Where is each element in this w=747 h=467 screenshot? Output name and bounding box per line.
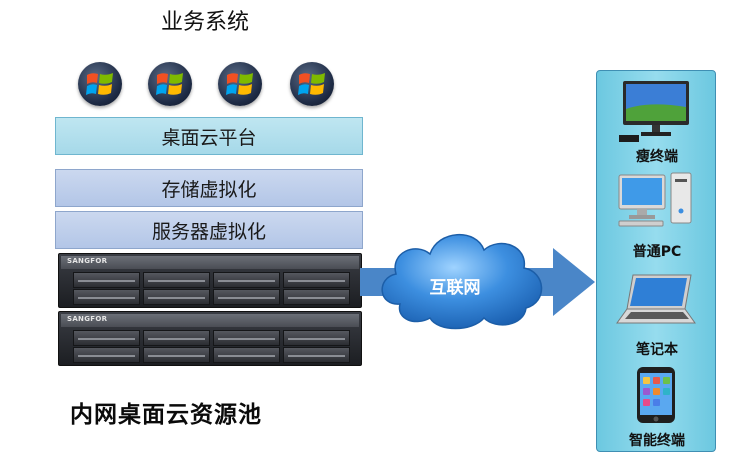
rack-server: SANGFOR [58, 253, 362, 308]
windows-logo-icon [218, 62, 262, 106]
desktop-pc-icon [618, 172, 692, 227]
server-top-strip [61, 256, 359, 269]
layer-label: 服务器虚拟化 [151, 220, 266, 243]
device-label-laptop: 笔记本 [636, 342, 678, 358]
drive-bay [283, 330, 350, 346]
drive-bay [213, 330, 280, 346]
drive-bay [143, 272, 210, 288]
terminals-panel: 瘦终端 普通PC 笔记本 智能终端 [596, 70, 716, 452]
windows-logo-icon [148, 62, 192, 106]
drive-bay [73, 347, 140, 363]
drive-bay [213, 347, 280, 363]
server-virtualization-layer: 服务器虚拟化 [55, 211, 363, 249]
business-system-title: 业务系统 [160, 10, 249, 35]
server-top-strip [61, 314, 359, 327]
server-brand-logo: SANGFOR [67, 257, 108, 265]
drive-bay [73, 330, 140, 346]
laptop-icon [616, 274, 696, 324]
drive-bay [283, 289, 350, 305]
device-label-smart-terminal: 智能终端 [629, 433, 685, 449]
layer-label: 存储虚拟化 [161, 178, 257, 201]
device-label-pc: 普通PC [632, 244, 682, 260]
internet-label: 互联网 [429, 278, 481, 298]
desktop-cloud-platform-layer: 桌面云平台 [55, 117, 363, 155]
drive-bay [283, 272, 350, 288]
drive-bay [143, 289, 210, 305]
server-brand-logo: SANGFOR [67, 315, 108, 323]
windows-logo-icon [78, 62, 122, 106]
smartphone-icon [637, 367, 675, 423]
internet-cloud-icon [381, 234, 543, 330]
thin-client-monitor-icon [619, 81, 689, 142]
intranet-resource-pool-caption: 内网桌面云资源池 [70, 402, 262, 428]
connection-arrow-head [553, 248, 595, 316]
drive-bay [213, 289, 280, 305]
storage-virtualization-layer: 存储虚拟化 [55, 169, 363, 207]
drive-bay [213, 272, 280, 288]
drive-bay [143, 330, 210, 346]
rack-server: SANGFOR [58, 311, 362, 366]
layer-label: 桌面云平台 [161, 126, 257, 149]
drive-bay [73, 289, 140, 305]
drive-bay [73, 272, 140, 288]
drive-bay [283, 347, 350, 363]
windows-logo-icon [290, 62, 334, 106]
device-label-thin-client: 瘦终端 [636, 149, 678, 165]
drive-bay [143, 347, 210, 363]
